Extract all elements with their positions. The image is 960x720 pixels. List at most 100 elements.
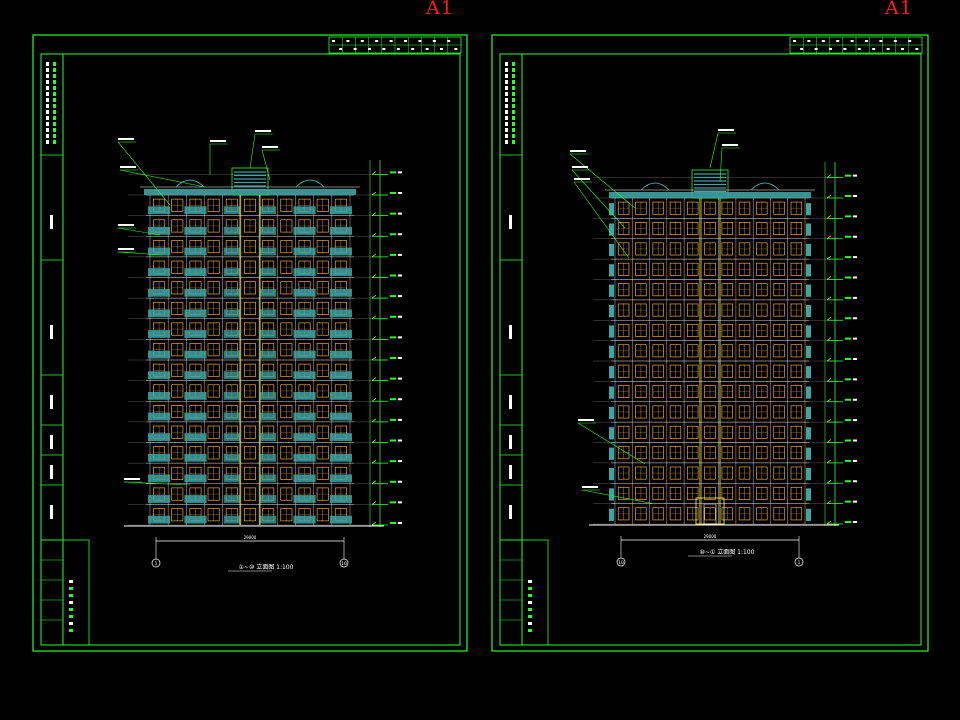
title-strip-text: [53, 140, 56, 144]
elevation-marker: [826, 459, 832, 464]
side-fin: [806, 386, 811, 399]
side-fin: [806, 203, 811, 216]
side-fin: [806, 243, 811, 257]
roof-arch: [750, 182, 780, 191]
elevation-label: [845, 195, 851, 197]
axis-bubble-left-label: 1: [155, 561, 158, 567]
revision-table-text: [836, 40, 840, 42]
balcony: [184, 453, 207, 462]
elevation-marker: [826, 276, 832, 280]
title-strip-text: [505, 98, 508, 102]
balcony: [293, 309, 316, 318]
balcony: [184, 412, 207, 421]
sheet-inner-border: [40, 53, 461, 646]
balcony: [260, 268, 277, 277]
revision-table-text: [821, 40, 825, 42]
title-strip-text: [512, 68, 515, 72]
balcony: [148, 371, 171, 380]
title-block-text: [528, 594, 532, 597]
balcony: [329, 433, 352, 442]
elevation-label: [398, 212, 402, 215]
side-fin: [609, 203, 614, 216]
elevation-label: [845, 398, 851, 401]
balcony: [148, 268, 171, 277]
elevation-label: [845, 500, 851, 503]
elevation-marker: [371, 336, 377, 340]
title-strip-text: [53, 122, 56, 126]
balcony: [148, 309, 171, 318]
elevation-marker: [371, 274, 377, 278]
elevation-label: [398, 171, 402, 174]
leader-label: [120, 166, 136, 168]
balcony: [184, 309, 207, 318]
elevation-marker: [371, 480, 377, 484]
balcony: [293, 495, 316, 503]
balcony: [223, 433, 240, 442]
elevation-label: [390, 253, 396, 256]
elevation-label: [398, 336, 402, 339]
balcony: [184, 350, 207, 359]
title-strip-text: [512, 74, 515, 78]
title-block-text: [69, 587, 73, 590]
side-fin: [609, 325, 614, 338]
revision-table-text: [886, 48, 890, 50]
elevation-label: [845, 419, 851, 422]
elevation-label: [398, 460, 402, 463]
elevation-marker: [371, 191, 377, 196]
balcony: [184, 247, 207, 256]
elevation-label: [398, 522, 402, 524]
balcony: [329, 391, 352, 400]
side-fin: [609, 447, 614, 460]
side-fin: [609, 386, 614, 399]
side-fin: [806, 427, 811, 440]
title-strip-text: [509, 505, 512, 519]
balcony: [223, 515, 240, 524]
roof-parapet: [609, 192, 811, 198]
title-block-text: [69, 608, 73, 611]
balcony: [293, 206, 316, 215]
revision-table-text: [908, 40, 912, 42]
balcony: [223, 391, 240, 400]
leader-label: [262, 146, 278, 148]
elevation-label: [390, 315, 396, 318]
title-block: [40, 539, 90, 646]
title-strip-text: [505, 80, 508, 84]
elevation-label: [398, 418, 402, 421]
elevation-label: [853, 480, 857, 483]
title-block-text: [528, 601, 532, 604]
balcony: [184, 288, 207, 297]
title-strip-text: [512, 62, 515, 66]
title-strip-text: [46, 110, 49, 114]
balcony: [148, 330, 171, 338]
elevation-label: [390, 501, 396, 504]
balcony: [223, 371, 240, 380]
elevation-label: [853, 500, 857, 503]
leader-line: [569, 153, 636, 209]
balcony: [260, 309, 277, 318]
balcony: [329, 206, 352, 215]
revision-table-text: [389, 40, 393, 42]
title-strip-text: [512, 80, 515, 84]
leader-label: [118, 138, 134, 140]
balcony: [260, 288, 277, 297]
balcony: [260, 453, 277, 462]
sheet-size-tag-left: A1: [426, 0, 454, 19]
title-strip-text: [512, 110, 515, 114]
elevation-label: [845, 256, 851, 259]
elevation-label: [390, 171, 396, 174]
elevation-label: [398, 233, 402, 236]
balcony: [329, 226, 352, 235]
elevation-marker: [371, 439, 377, 443]
elevation-label: [390, 233, 396, 236]
balcony: [148, 495, 171, 503]
axis-bubble-right: [794, 557, 804, 567]
title-strip-text: [53, 98, 56, 102]
revision-table-text: [447, 40, 451, 42]
title-strip-text: [505, 134, 508, 138]
leader-label: [572, 166, 588, 168]
title-strip-text: [46, 74, 49, 78]
balcony: [260, 226, 277, 235]
balcony: [184, 391, 207, 400]
title-strip-text: [505, 122, 508, 126]
